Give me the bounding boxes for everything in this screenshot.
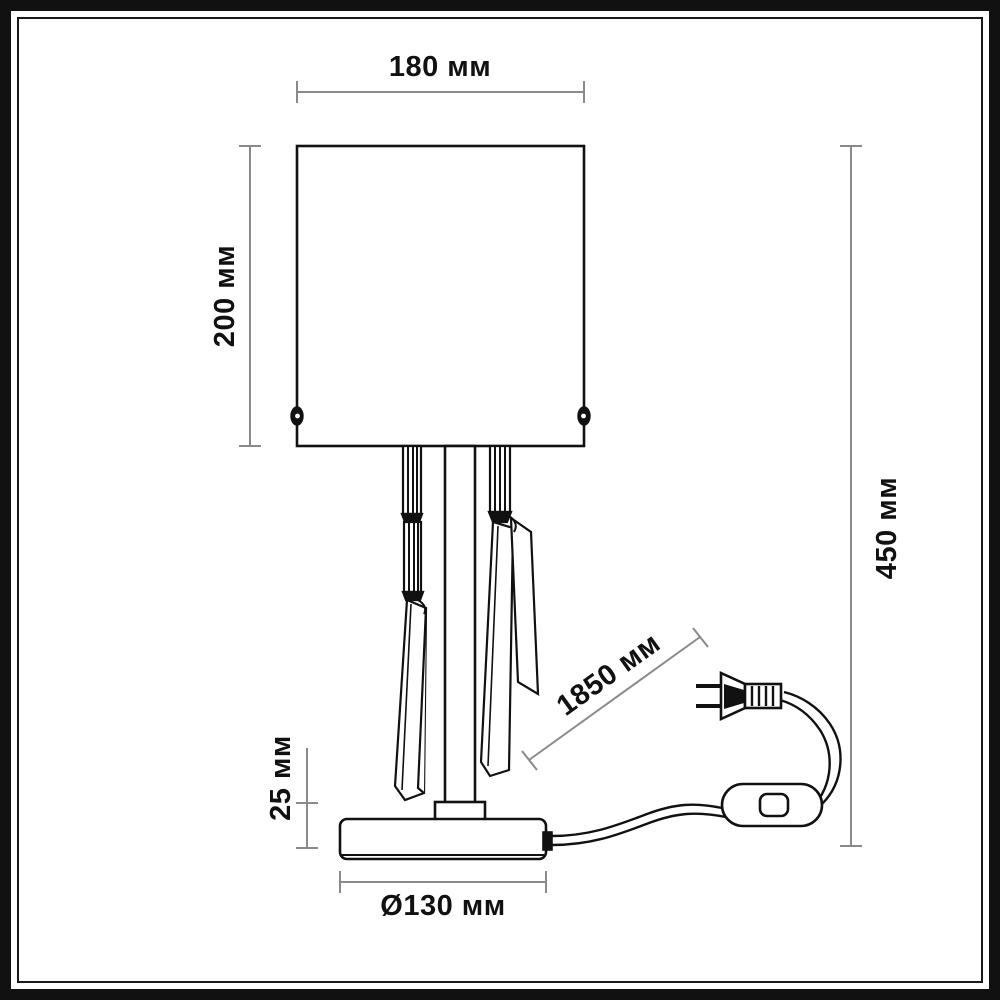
crystal-strand-left bbox=[393, 444, 428, 802]
drawing-canvas: .dl{stroke:#8a8a8a;stroke-width:2;fill:n… bbox=[22, 22, 978, 978]
dimension-label-total-height: 450 мм bbox=[871, 477, 903, 579]
plug-sleeve bbox=[743, 682, 783, 710]
switch-rocker bbox=[758, 792, 790, 818]
dimension-base-diameter: Ø130 мм bbox=[339, 871, 547, 922]
dimension-label-shade-width: 180 мм bbox=[389, 51, 491, 83]
lamp-shade bbox=[290, 144, 591, 448]
inline-switch bbox=[720, 782, 824, 828]
power-cord bbox=[551, 690, 842, 847]
lamp-base bbox=[338, 817, 553, 861]
power-plug bbox=[696, 670, 783, 722]
shade-fitting-left bbox=[290, 406, 304, 426]
dimension-label-shade-height: 200 мм bbox=[209, 245, 241, 347]
dimension-shade-height: 200 мм bbox=[209, 145, 261, 447]
dimension-cord-length: 1850 мм bbox=[521, 627, 709, 771]
dimension-total-height: 450 мм bbox=[840, 145, 903, 847]
crystal-strand-right bbox=[479, 444, 540, 778]
frame-inner-border bbox=[17, 17, 983, 983]
cord-exit-grommet bbox=[542, 831, 553, 851]
dimension-label-base-height: 25 мм bbox=[265, 735, 297, 821]
dimension-shade-width: 180 мм bbox=[296, 51, 585, 103]
dimension-label-base-diameter: Ø130 мм bbox=[380, 890, 505, 922]
shade-fitting-right bbox=[577, 406, 591, 426]
dimension-base-height: 25 мм bbox=[265, 735, 318, 849]
lamp-stem-column bbox=[433, 444, 487, 822]
